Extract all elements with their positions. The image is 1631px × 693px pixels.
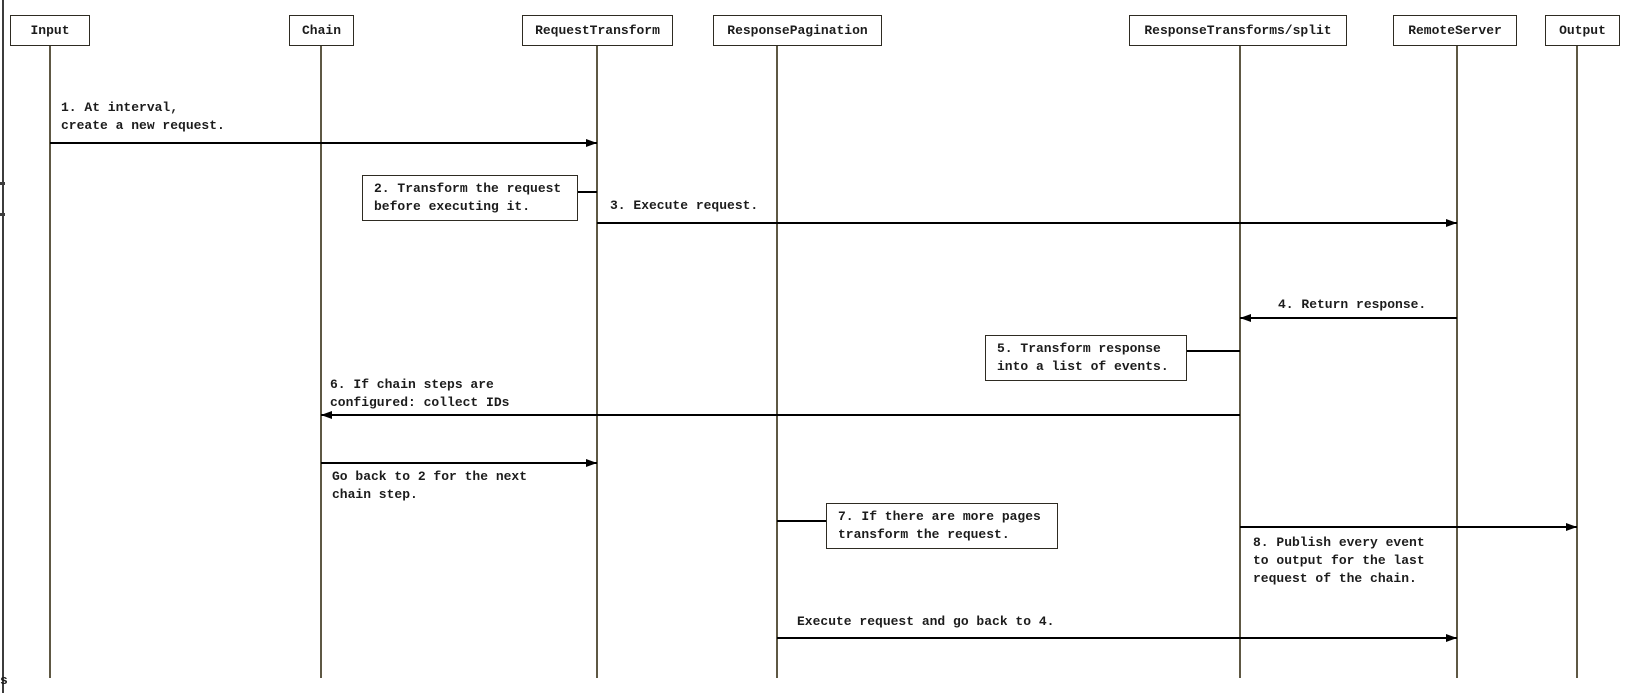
message-1-label: 1. At interval, create a new request. [61, 100, 225, 133]
left-edge-tick [0, 213, 5, 216]
arrowhead [1446, 218, 1457, 227]
message-8-label: 8. Publish every event to output for the… [1253, 535, 1425, 586]
participant-remote-server: RemoteServer [1393, 15, 1517, 46]
participant-label: RemoteServer [1408, 23, 1502, 38]
lifeline-input [49, 46, 51, 678]
message-goback-label: Go back to 2 for the next chain step. [332, 469, 528, 502]
message-4-label: 4. Return response. [1278, 297, 1427, 312]
message-8-line [1240, 526, 1577, 528]
note-2-label: 2. Transform the request before executin… [374, 181, 562, 214]
arrowhead [1566, 522, 1577, 531]
message-execute-again-label: Execute request and go back to 4. [797, 614, 1055, 629]
participant-output: Output [1545, 15, 1620, 46]
arrowhead [586, 458, 597, 467]
message-execute-again-line [777, 637, 1457, 639]
note-5-box: 5. Transform response into a list of eve… [985, 335, 1187, 381]
participant-label: Output [1559, 23, 1606, 38]
lifeline-output [1576, 46, 1578, 678]
participant-chain: Chain [289, 15, 354, 46]
note-7-label: 7. If there are more pages transform the… [838, 509, 1041, 542]
arrowhead [1446, 633, 1457, 642]
message-3-line [597, 222, 1457, 224]
message-6-label: 6. If chain steps are configured: collec… [330, 377, 510, 410]
participant-input: Input [10, 15, 90, 46]
participant-response-transforms-split: ResponseTransforms/split [1129, 15, 1347, 46]
message-1-line [50, 142, 597, 144]
note-5-connector [1187, 350, 1240, 352]
left-edge-tick [0, 182, 5, 185]
window-left-border [2, 0, 4, 693]
note-7-box: 7. If there are more pages transform the… [826, 503, 1058, 549]
arrowhead [321, 410, 332, 419]
lifeline-request-transform [596, 46, 598, 678]
participant-label: RequestTransform [535, 23, 660, 38]
participant-label: Chain [301, 23, 341, 38]
lifeline-chain [320, 46, 322, 678]
note-5-label: 5. Transform response into a list of eve… [997, 341, 1169, 374]
lifeline-response-transforms-split [1239, 46, 1241, 678]
message-goback-line [321, 462, 597, 464]
note-2-box: 2. Transform the request before executin… [362, 175, 578, 221]
arrowhead [1240, 313, 1251, 322]
bottom-left-artifact-text: s [0, 673, 8, 688]
participant-label: ResponseTransforms/split [1144, 23, 1332, 38]
participant-response-pagination: ResponsePagination [713, 15, 882, 46]
message-4-line [1240, 317, 1457, 319]
lifeline-remote-server [1456, 46, 1458, 678]
participant-request-transform: RequestTransform [522, 15, 673, 46]
participant-label: Input [30, 23, 70, 38]
message-3-label: 3. Execute request. [610, 198, 759, 213]
participant-label: ResponsePagination [727, 23, 868, 38]
lifeline-response-pagination [776, 46, 778, 678]
note-7-connector [777, 520, 826, 522]
note-2-connector [578, 191, 597, 193]
arrowhead [586, 138, 597, 147]
message-6-line [321, 414, 1240, 416]
